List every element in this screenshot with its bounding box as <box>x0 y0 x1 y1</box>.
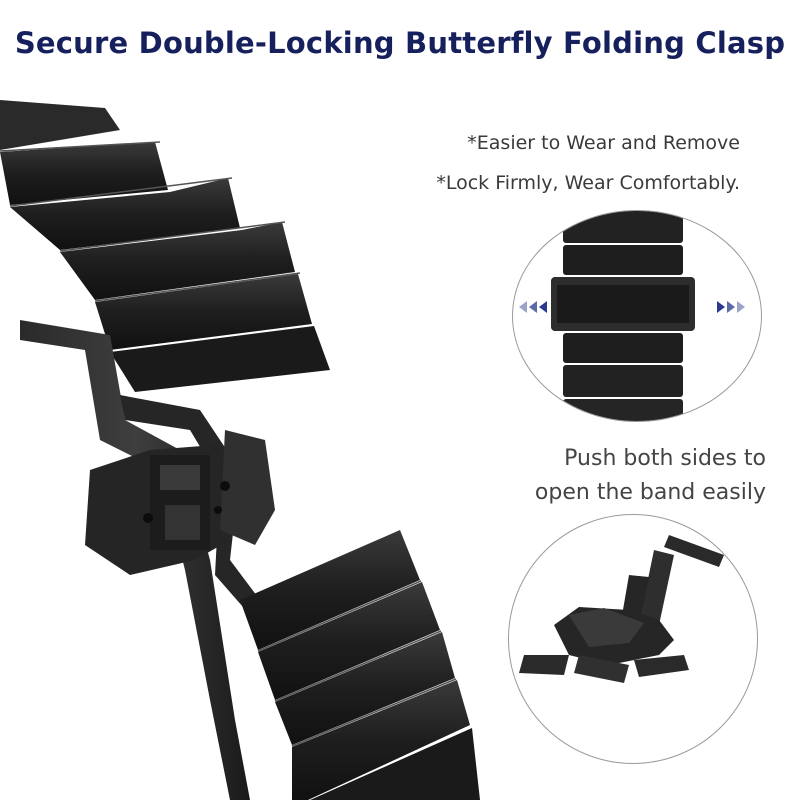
instruction-line-1: Push both sides to <box>564 446 766 471</box>
feature-easy-wear: *Easier to Wear and Remove <box>467 132 740 154</box>
lower-band-links <box>240 530 480 800</box>
closed-clasp-detail <box>512 210 762 422</box>
upper-band-links <box>0 100 330 392</box>
instruction-line-2: open the band easily <box>534 480 766 505</box>
push-instruction: Push both sides to open the band easily <box>535 442 766 510</box>
feature-lock-firmly: *Lock Firmly, Wear Comfortably. <box>436 172 740 194</box>
butterfly-clasp <box>20 320 275 800</box>
page-title: Secure Double-Locking Butterfly Folding … <box>14 26 786 60</box>
open-clasp-detail <box>508 514 758 764</box>
double-chevron-arrows-icon <box>519 301 745 313</box>
